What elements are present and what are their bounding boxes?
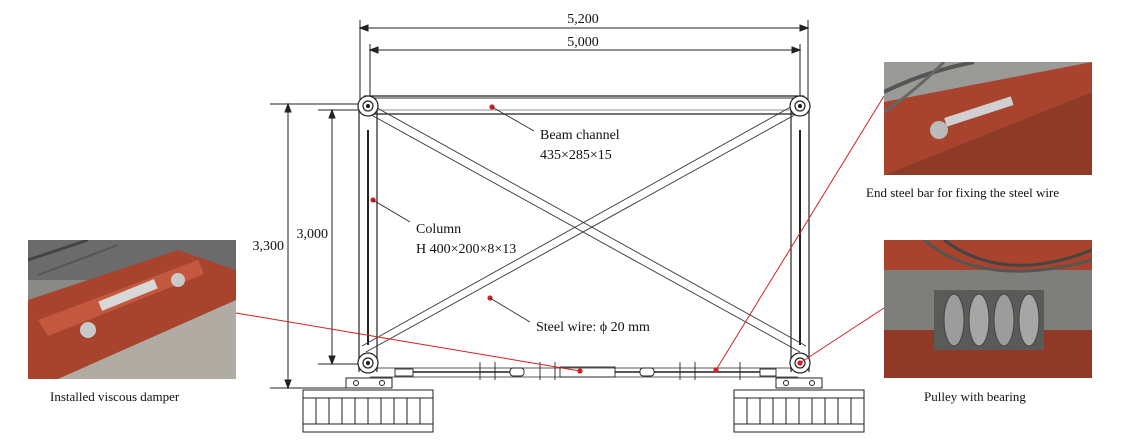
inner-width-label: 5,000 (567, 35, 599, 50)
pulley-caption: Pulley with bearing (924, 389, 1026, 404)
overall-height-label: 3,300 (253, 239, 285, 254)
width-dimensions (358, 20, 810, 100)
pulley-top-left (357, 95, 379, 117)
pulley-marker (797, 360, 803, 366)
damper-marker (577, 368, 583, 374)
endbar-photo-image (884, 62, 1092, 175)
foundation-left (302, 389, 434, 433)
damper-caption: Installed viscous damper (50, 389, 180, 404)
leader-damper (235, 312, 581, 372)
leader-endbar (715, 95, 885, 371)
beam-name-label: Beam channel (540, 128, 620, 143)
inner-height-label: 3,000 (297, 227, 329, 242)
bottom-damper-assembly (394, 362, 777, 380)
column-name-label: Column (416, 222, 461, 237)
pointer-lines (372, 106, 535, 323)
leader-pulley (799, 307, 885, 364)
height-dimensions (270, 102, 362, 390)
pulley-photo-image (884, 240, 1092, 378)
pulley-bottom-left (357, 352, 379, 374)
pulley-photo (884, 240, 1092, 378)
damper-photo (28, 240, 236, 379)
base-plates (345, 377, 823, 389)
steel-wire-label: Steel wire: ϕ 20 mm (536, 320, 650, 335)
steel-wires (361, 97, 807, 353)
overall-width-label: 5,200 (567, 12, 599, 27)
damper-photo-image (28, 240, 236, 379)
leader-lines (235, 95, 885, 372)
endbar-marker (713, 367, 719, 373)
beam-size-label: 435×285×15 (540, 148, 612, 163)
foundation-right (733, 389, 865, 433)
endbar-photo (884, 62, 1092, 175)
steel-frame (358, 95, 810, 378)
endbar-caption: End steel bar for fixing the steel wire (866, 185, 1060, 200)
column-size-label: H 400×200×8×13 (416, 242, 516, 257)
pulley-top-right (789, 95, 811, 117)
